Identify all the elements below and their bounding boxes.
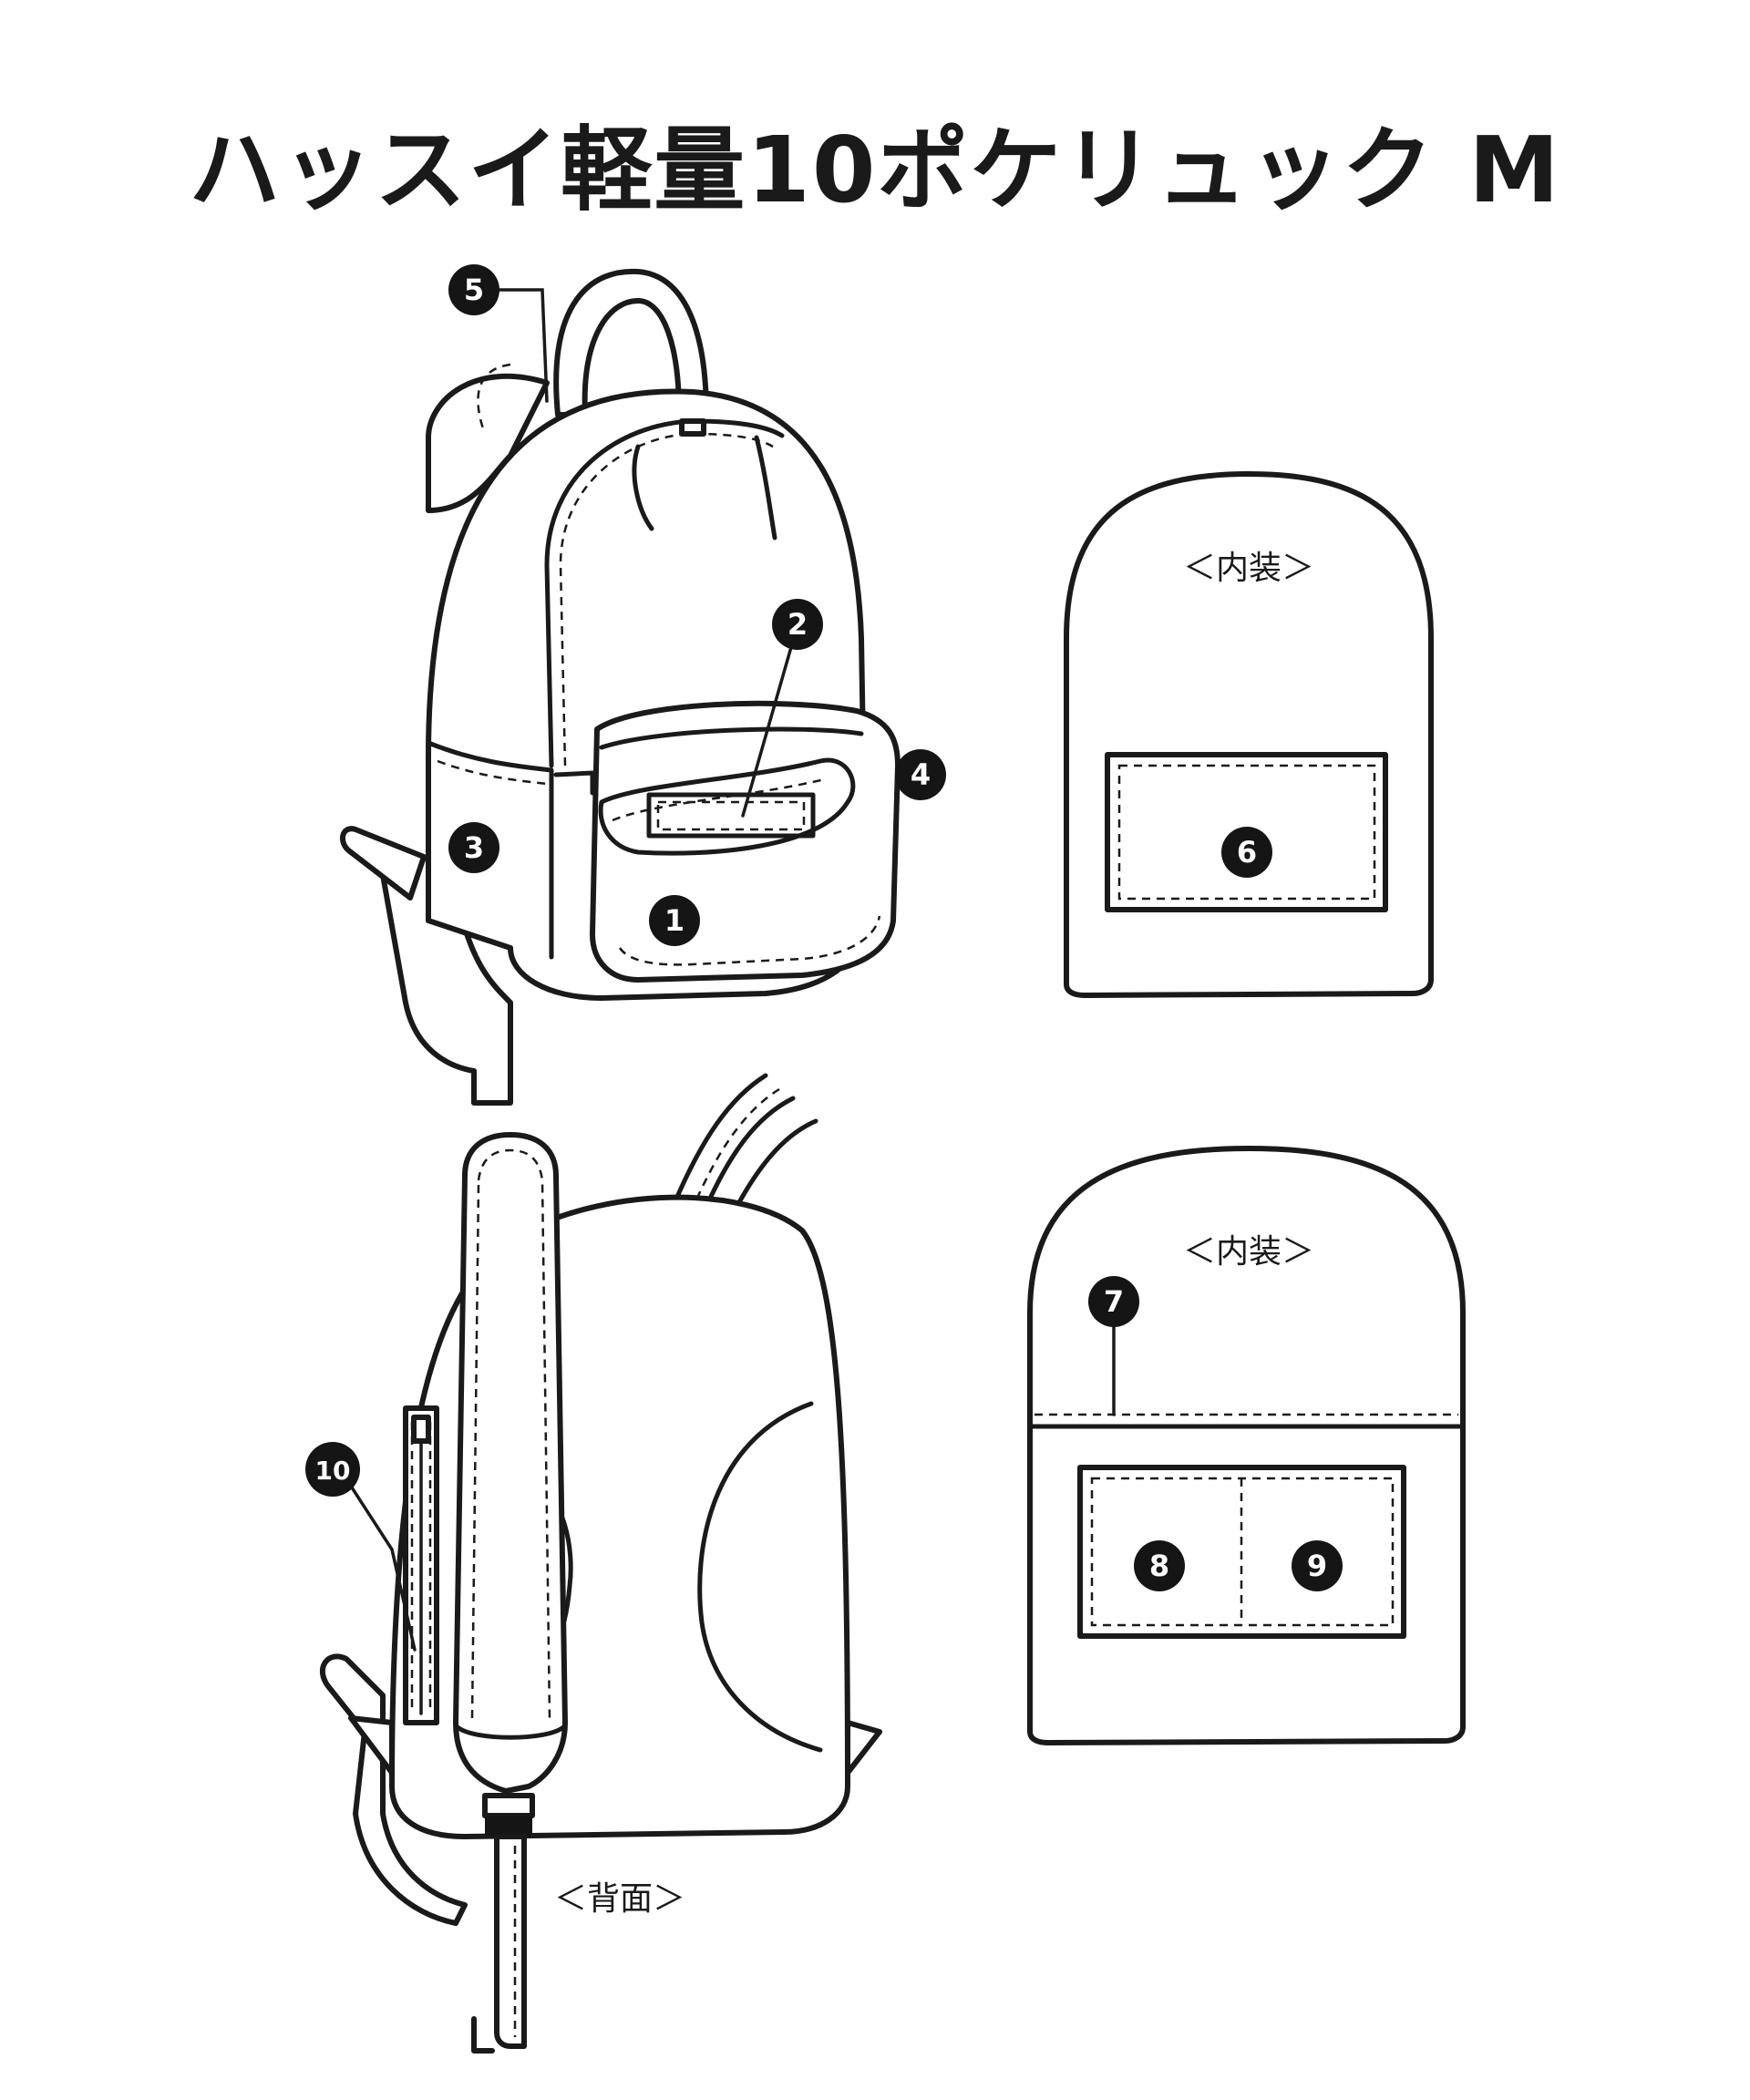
back-bottom-right-panel — [845, 1720, 882, 1776]
svg-text:3: 3 — [464, 830, 484, 865]
front-inner-pocket — [646, 792, 816, 839]
svg-text:8: 8 — [1149, 1549, 1169, 1583]
back-strap-buckle — [482, 1793, 535, 1818]
back-view — [320, 1073, 882, 2054]
svg-text:7: 7 — [1104, 1284, 1124, 1319]
front-pocket — [590, 700, 901, 983]
back-zipper-pull — [411, 1415, 431, 1444]
page-title: ハッスイ軽量10ポケリュック M — [189, 117, 1561, 223]
interior-view-top — [1064, 471, 1434, 998]
caption-back: ＜背面＞ — [554, 1880, 685, 1918]
front-pocket-zipper — [598, 757, 856, 856]
leader-line-2 — [741, 645, 793, 818]
back-webbing-strap — [494, 1834, 527, 2049]
badge-9: 9 — [1292, 1540, 1343, 1591]
back-shoulder-strap — [453, 1132, 568, 1794]
back-bottom-left-panel — [348, 1715, 395, 1776]
badge-1: 1 — [649, 895, 700, 946]
front-main-zipper — [544, 418, 785, 768]
leader-line-5 — [495, 288, 549, 403]
leader-line-10 — [340, 1470, 417, 1652]
svg-text:2: 2 — [788, 607, 808, 642]
badge-4: 4 — [895, 749, 946, 800]
badge-2: 2 — [772, 599, 823, 650]
svg-text:4: 4 — [911, 757, 931, 792]
svg-text:10: 10 — [315, 1456, 351, 1486]
badge-3: 3 — [448, 822, 499, 873]
badge-5: 5 — [448, 264, 499, 315]
badge-10: 10 — [305, 1442, 360, 1497]
caption-interior-top: ＜内装＞ — [1183, 550, 1314, 587]
badge-6: 6 — [1221, 827, 1272, 878]
svg-text:9: 9 — [1307, 1549, 1327, 1583]
front-zipper-pull — [679, 418, 706, 437]
caption-interior-bottom: ＜内装＞ — [1183, 1233, 1314, 1271]
svg-text:5: 5 — [464, 273, 484, 307]
front-view — [340, 268, 901, 1106]
svg-text:6: 6 — [1237, 835, 1257, 870]
svg-text:1: 1 — [664, 903, 685, 938]
front-lower-strap — [380, 854, 513, 1106]
badge-7: 7 — [1088, 1276, 1139, 1327]
badge-8: 8 — [1134, 1540, 1185, 1591]
front-side-tab — [340, 826, 427, 901]
